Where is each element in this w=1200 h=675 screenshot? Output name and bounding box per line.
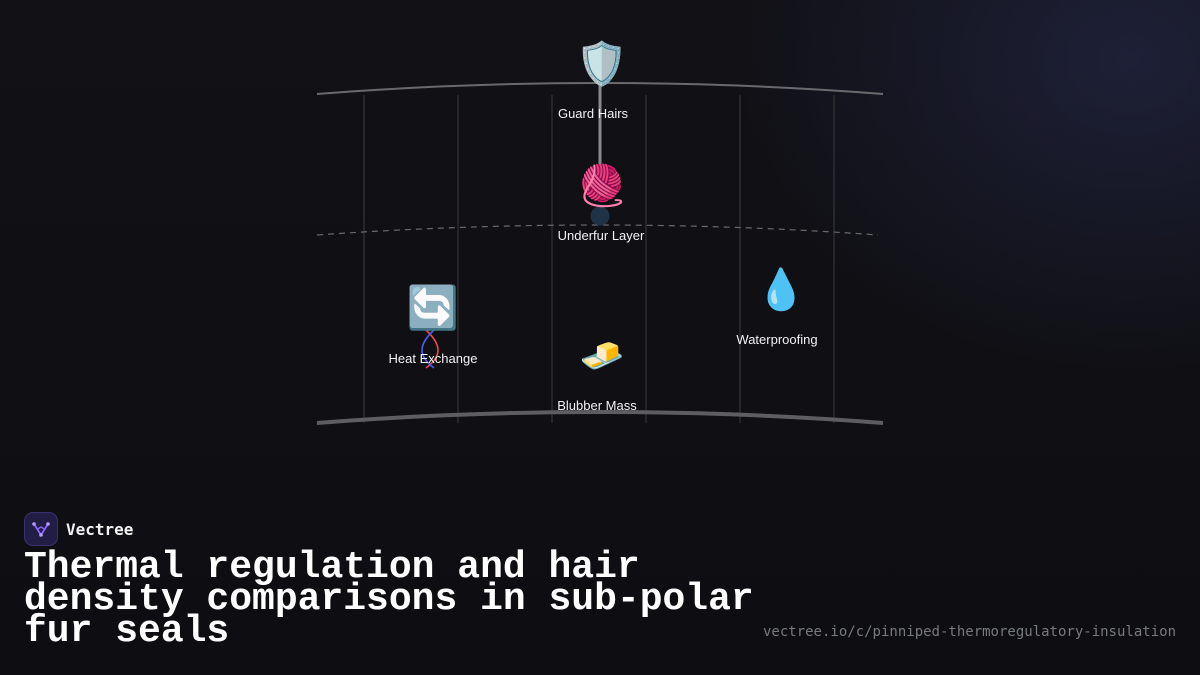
brand: Vectree — [24, 512, 133, 546]
node-label-waterproofing: Waterproofing — [736, 332, 817, 347]
top-arc — [316, 82, 884, 95]
brand-name: Vectree — [66, 519, 134, 539]
node-label-blubber-mass: Blubber Mass — [557, 398, 637, 413]
node-label-heat-exchange: Heat Exchange — [389, 351, 478, 366]
yarn-ball-icon: 🧶 — [577, 162, 627, 209]
page-title: Thermal regulation and hair density comp… — [24, 546, 754, 653]
follicle-dot — [590, 206, 610, 226]
droplet-icon: 💧 — [756, 266, 806, 313]
node-heat-exchange: 🔄 Heat Exchange — [389, 283, 478, 366]
node-waterproofing: 💧 Waterproofing — [736, 266, 817, 347]
bottom-arc — [316, 410, 884, 425]
node-blubber-mass: 🧈 Blubber Mass — [557, 336, 637, 413]
middle-dashed-arc — [316, 224, 879, 236]
vectree-logo-mark — [32, 522, 50, 537]
helix-blue-strand — [421, 329, 435, 369]
node-underfur-layer: 🧶 Underfur Layer — [558, 162, 645, 243]
butter-icon: 🧈 — [580, 336, 625, 377]
source-url: vectree.io/c/pinniped-thermoregulatory-i… — [762, 624, 1176, 640]
cycle-arrows-icon: 🔄 — [407, 283, 459, 332]
insulation-diagram: 🛡️ Guard Hairs 🧶 Underfur Layer 🔄 Heat E… — [316, 39, 884, 425]
shield-icon: 🛡️ — [576, 39, 628, 88]
node-label-guard-hairs: Guard Hairs — [558, 106, 629, 121]
node-guard-hairs: 🛡️ Guard Hairs — [558, 39, 629, 121]
node-label-underfur-layer: Underfur Layer — [558, 228, 645, 243]
grid-lines — [363, 95, 835, 423]
vectree-logo-icon — [24, 512, 58, 546]
